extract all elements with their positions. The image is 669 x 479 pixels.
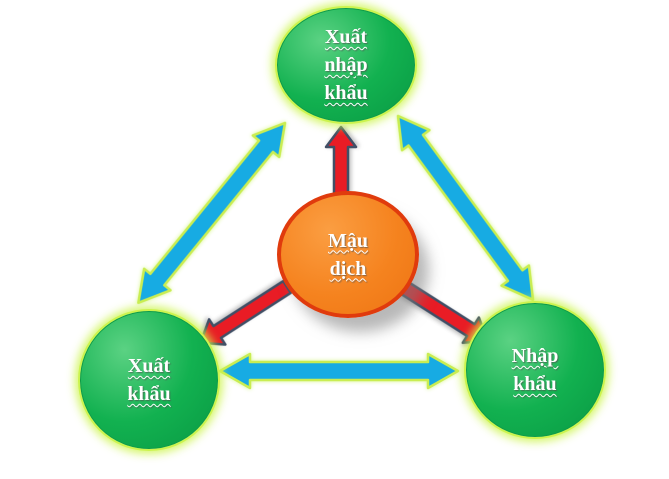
node-xuat-khau: Xuất khẩu	[80, 311, 218, 449]
double-arrow-export-import	[218, 352, 460, 390]
double-arrow-importexport-export	[137, 121, 287, 305]
node-mau-dich: Mậu dịch	[277, 191, 419, 318]
node-label: Xuất nhập khẩu	[324, 23, 367, 107]
node-label-line: dịch	[329, 257, 367, 280]
arrow-trade-to-export	[199, 279, 293, 346]
node-label-line: Xuất	[127, 355, 171, 377]
node-xuat-nhap-khau: Xuất nhập khẩu	[277, 8, 415, 122]
arrow-trade-to-importexport	[324, 125, 358, 196]
node-label-line: Mậu	[328, 229, 368, 252]
node-label-line: khẩu	[127, 383, 171, 405]
double-arrow-importexport-import	[396, 114, 535, 302]
node-label-line: khẩu	[324, 82, 368, 104]
node-label: Mậu dịch	[328, 227, 368, 283]
node-label-line: khẩu	[513, 373, 557, 395]
node-label-line: Xuất	[324, 26, 368, 48]
node-label-line: Nhập	[511, 345, 559, 367]
node-nhap-khau: Nhập khẩu	[466, 303, 604, 437]
node-label-line: nhập	[324, 54, 368, 76]
node-label: Nhập khẩu	[512, 342, 559, 398]
node-label: Xuất khẩu	[127, 352, 170, 408]
